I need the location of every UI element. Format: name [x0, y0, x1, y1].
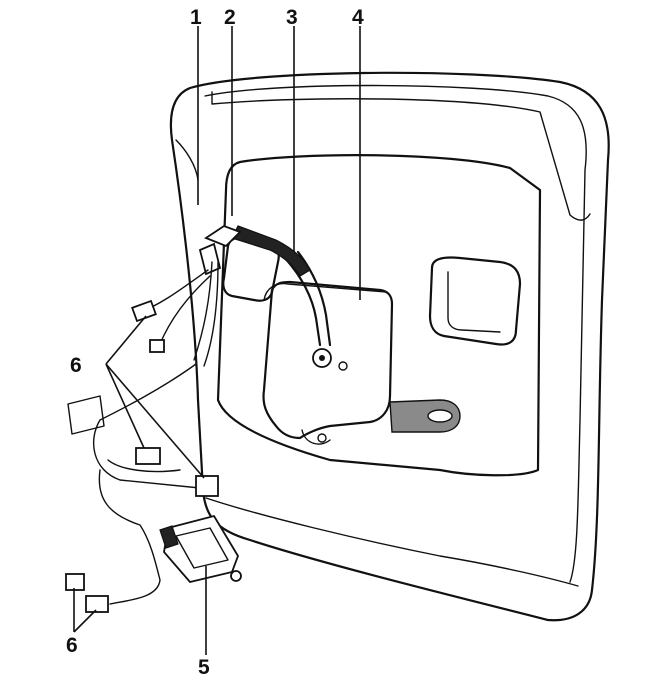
plug-lower-right: [195, 475, 219, 497]
leader-6a-1: [105, 315, 147, 365]
callout-5: 5: [198, 656, 210, 679]
leader-6a-2: [105, 363, 145, 449]
heating-mat-outline: [263, 282, 387, 301]
wiring-lower: [93, 363, 201, 489]
control-module-screw: [230, 570, 242, 582]
plug-top-left: [131, 299, 157, 323]
leader-6a-3: [105, 363, 205, 479]
sensor-wire-sheath: [296, 250, 332, 347]
wiring-to-module: [98, 469, 161, 605]
backrest-top-fold: [211, 91, 591, 221]
harness-drop: [193, 261, 219, 367]
callout-4: 4: [352, 6, 364, 29]
harness-connector-top: [204, 224, 242, 248]
right-recess-inner: [447, 271, 501, 333]
callout-6-upper: 6: [70, 354, 82, 377]
backrest-side-fold: [175, 139, 199, 181]
heating-mat-tab: [301, 429, 331, 445]
bracket-slot: [427, 409, 453, 423]
callout-3: 3: [286, 6, 298, 29]
plug-lower-left: [135, 447, 161, 465]
control-module-face: [175, 527, 229, 569]
heating-mat: [262, 280, 394, 440]
control-module: [163, 514, 239, 584]
callout-1: 1: [190, 6, 202, 29]
plug-mid: [149, 339, 165, 353]
plug-bottom-a: [65, 573, 85, 591]
back-panel: [216, 154, 542, 477]
sensor-terminal-pin: [319, 355, 325, 361]
backrest-inner-rim: [204, 84, 587, 583]
heating-mat-tab-hole: [317, 433, 327, 443]
main-harness: [231, 225, 311, 277]
wire-tag: [67, 395, 105, 435]
back-panel-bottom-edge: [205, 497, 579, 587]
mounting-bracket: [389, 399, 461, 433]
wiring-to-module-2: [107, 459, 181, 473]
right-recess: [428, 256, 522, 346]
control-module-connector: [159, 525, 179, 549]
sensor-screw: [338, 361, 348, 371]
callout-6-lower: 6: [66, 634, 78, 657]
callout-2: 2: [224, 6, 236, 29]
backrest-shell: [169, 71, 610, 622]
leader-6b-2: [73, 609, 97, 633]
harness-clip: [198, 242, 222, 276]
plug-bottom-b: [85, 595, 109, 613]
